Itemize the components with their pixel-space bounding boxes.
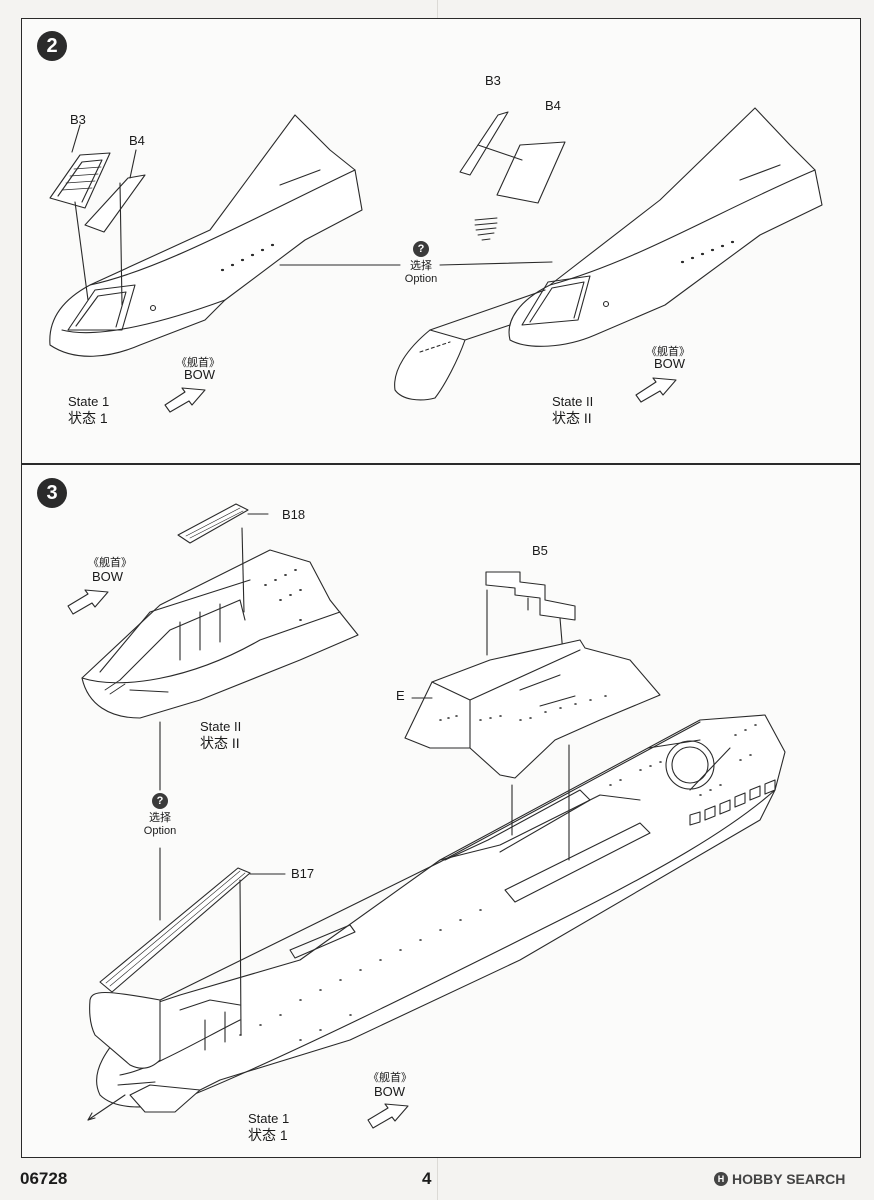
bow-label-en-bottom: BOW [374, 1084, 406, 1099]
state-label-en-right: State II [552, 394, 594, 409]
question-icon: ? [152, 793, 168, 809]
step2-left-part-b4 [84, 174, 146, 233]
option-label-cn: 选择 [410, 260, 432, 272]
watermark-text: HOBBY SEARCH [732, 1171, 846, 1187]
part-label-b18: B18 [282, 507, 306, 522]
step3-part-b18 [177, 503, 269, 613]
part-label-b3-right: B3 [485, 73, 501, 88]
question-icon: ? [413, 241, 429, 257]
step3-bow-arrows [67, 589, 409, 1129]
step-3-number: 3 [37, 478, 67, 508]
bow-label-en-top: BOW [92, 569, 124, 584]
step2-option-marker: ? 选择 Option [391, 241, 451, 286]
step2-hatched-arrow [474, 217, 498, 241]
step2-left-part-b3 [49, 152, 111, 209]
option-label-en: Option [404, 273, 438, 285]
state-label-cn-left: 状态 1 [68, 410, 108, 426]
product-code: 06728 [20, 1169, 68, 1188]
watermark-logo-icon: H [714, 1172, 728, 1186]
step2-right-part-b3 [459, 111, 509, 176]
bow-label-cn-bottom: 《舰首》 [368, 1072, 412, 1084]
state-label-en-top: State II [200, 719, 242, 734]
state-label-cn-top: 状态 II [200, 735, 240, 751]
part-label-b4-right: B4 [545, 98, 561, 113]
step2-right-part-b4 [477, 141, 566, 204]
step-2-number: 2 [37, 31, 67, 61]
step2-bow-arrows [164, 377, 677, 413]
part-label-b17: B17 [291, 866, 315, 881]
bow-label-cn-right: 《舰首》 [646, 346, 690, 358]
state-label-cn-right: 状态 II [552, 410, 592, 426]
bow-label-cn-top: 《舰首》 [88, 557, 132, 569]
step2-left-hull [49, 114, 363, 357]
option-label-cn: 选择 [149, 812, 171, 824]
part-label-b3-left: B3 [70, 112, 86, 127]
part-label-b4-left: B4 [129, 133, 145, 148]
step2-right-shield-part [394, 289, 546, 401]
step3-part-b17 [99, 867, 286, 1036]
bow-label-cn-left: 《舰首》 [176, 357, 220, 369]
bow-label-en-right: BOW [654, 356, 686, 371]
step2-left-arrows [71, 124, 137, 306]
option-label-en: Option [143, 825, 177, 837]
step3-bow-cap-part [87, 992, 201, 1121]
page-number: 4 [422, 1169, 432, 1188]
watermark: H HOBBY SEARCH [714, 1171, 845, 1187]
state-label-en-left: State 1 [68, 394, 110, 409]
bow-label-en-left: BOW [184, 367, 216, 382]
step2-option-lines [279, 261, 553, 266]
part-label-e: E [396, 688, 405, 703]
part-label-b5: B5 [532, 543, 548, 558]
step3-option-marker: ? 选择 Option [130, 793, 190, 838]
step3-bow-section [81, 549, 359, 719]
state-label-en-bottom: State 1 [248, 1111, 290, 1126]
step3-part-e-island [404, 639, 661, 779]
state-label-cn-bottom: 状态 1 [248, 1127, 288, 1143]
step3-assembly-arrows [511, 744, 570, 861]
step2-right-hull [508, 107, 823, 347]
